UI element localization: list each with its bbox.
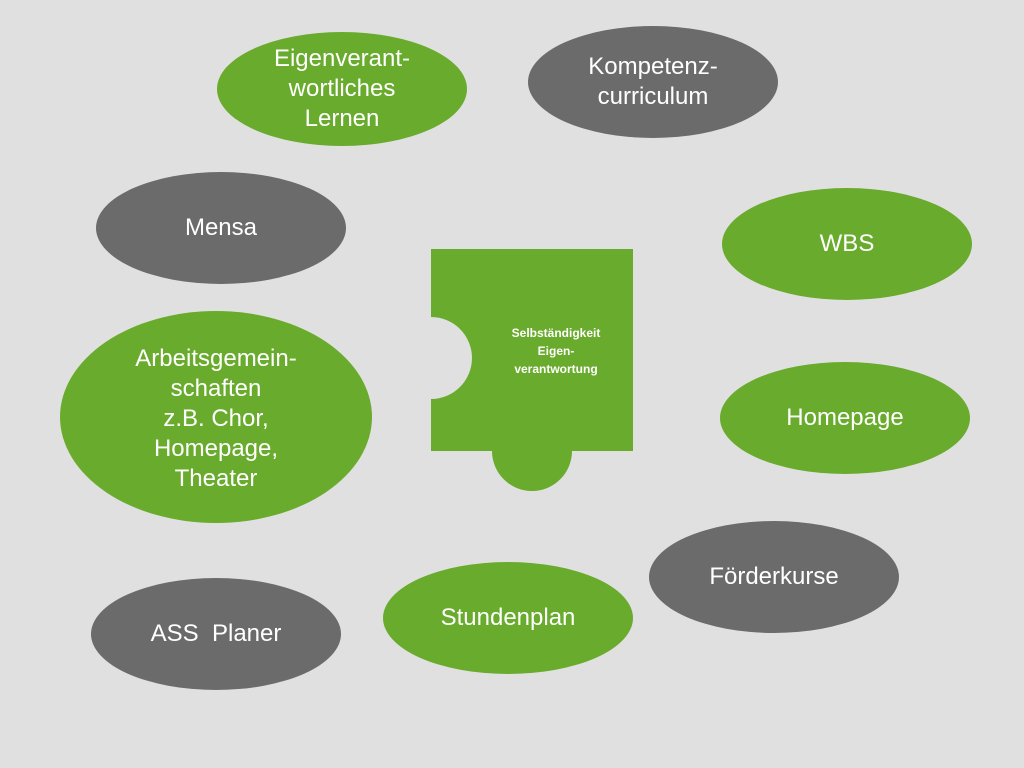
node-line: Theater [174,465,258,492]
node-line: Mensa [184,214,258,241]
node-homepage: Homepage [720,362,970,474]
node-kompetenzcurriculum: Kompetenz- curriculum [528,26,778,138]
center-label: Selbständigkeit Eigen- verantwortung [478,324,634,378]
node-line: Förderkurse [709,563,839,590]
node-line: schaften [170,375,262,402]
node-ass-planer: ASS Planer [91,578,341,690]
node-line: ASS Planer [150,620,282,647]
node-line: Eigenverant- [273,45,411,72]
center-line: verantwortung [514,362,598,376]
node-line: Arbeitsgemein- [135,345,297,372]
node-stundenplan: Stundenplan [383,562,633,674]
puzzle-piece-icon [431,249,633,491]
node-line: Lernen [304,105,380,132]
node-mensa: Mensa [96,172,346,284]
node-line: Homepage [786,404,904,431]
node-eigenverantwortliches-lernen: Eigenverant- wortliches Lernen [217,32,467,146]
node-line: Homepage, [153,435,279,462]
node-line: Stundenplan [440,604,576,631]
node-foerderkurse: Förderkurse [649,521,899,633]
node-line: z.B. Chor, [163,405,269,432]
node-line: curriculum [597,83,709,110]
node-arbeitsgemeinschaften: Arbeitsgemein- schaften z.B. Chor, Homep… [60,311,372,523]
node-line: WBS [819,230,875,257]
node-wbs: WBS [722,188,972,300]
node-line: wortliches [288,75,396,102]
center-line: Selbständigkeit [511,326,601,340]
node-line: Kompetenz- [588,53,718,80]
center-line: Eigen- [537,344,575,358]
